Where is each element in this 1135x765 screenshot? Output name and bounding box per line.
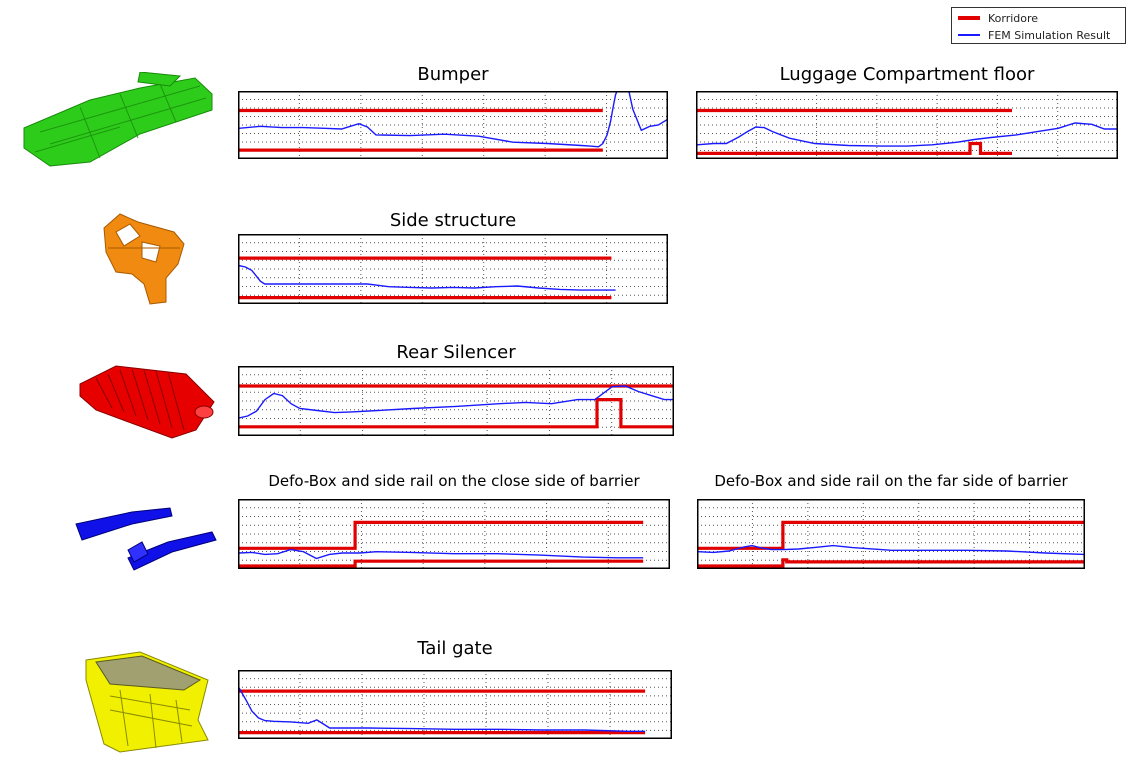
chart-panel-luggage-compartment-floor: Luggage Compartment floor — [696, 64, 1118, 160]
chart-grid — [697, 499, 1085, 569]
chart-legend: Korridore FEM Simulation Result — [951, 7, 1126, 44]
fem-simulation-line — [239, 264, 616, 291]
legend-item-korridore: Korridore — [958, 11, 1038, 25]
korridore-line — [239, 520, 644, 550]
korridore-line — [698, 558, 1084, 568]
chart-frame — [238, 499, 670, 569]
chart-frame — [238, 91, 668, 159]
chart-defo-box-far-side — [697, 499, 1085, 569]
legend-fem-swatch — [958, 34, 980, 36]
chart-frame — [238, 366, 674, 436]
legend-korridore-label: Korridore — [988, 11, 1039, 25]
chart-title: Defo-Box and side rail on the far side o… — [714, 472, 1068, 490]
legend-korridore-swatch — [958, 16, 980, 20]
tail-gate-part-image — [85, 651, 209, 753]
chart-side-structure — [238, 234, 668, 304]
chart-frame — [238, 670, 672, 739]
chart-title: Bumper — [417, 64, 489, 85]
fem-simulation-line — [239, 92, 667, 148]
korridore-line — [239, 559, 644, 568]
legend-fem-label: FEM Simulation Result — [988, 28, 1111, 42]
chart-grid — [696, 91, 1118, 159]
chart-frame — [238, 234, 668, 304]
chart-panel-defo-box-far-side: Defo-Box and side rail on the far side o… — [697, 472, 1085, 570]
chart-title: Tail gate — [417, 638, 493, 659]
chart-luggage-compartment-floor — [696, 91, 1118, 159]
chart-panel-tail-gate: Tail gate — [238, 638, 672, 740]
fem-simulation-line — [239, 385, 673, 419]
chart-title: Rear Silencer — [396, 342, 516, 363]
chart-grid — [238, 234, 668, 304]
chart-frame — [697, 499, 1085, 569]
rear-silencer-part-image — [79, 365, 215, 439]
chart-panel-bumper: Bumper — [238, 64, 668, 160]
side-structure-part-image — [103, 213, 185, 305]
fem-simulation-line — [697, 122, 1117, 147]
korridore-line — [698, 520, 1084, 550]
chart-title: Defo-Box and side rail on the close side… — [268, 472, 640, 490]
fem-simulation-line — [698, 544, 1084, 556]
fem-simulation-line — [239, 548, 644, 560]
chart-panel-rear-silencer: Rear Silencer — [238, 342, 674, 436]
legend-item-fem: FEM Simulation Result — [958, 28, 1110, 42]
chart-frame — [696, 91, 1118, 159]
korridore-line — [697, 141, 1012, 156]
chart-panel-defo-box-close-side: Defo-Box and side rail on the close side… — [238, 472, 670, 570]
chart-panel-side-structure: Side structure — [238, 210, 668, 304]
chart-defo-box-close-side — [238, 499, 670, 569]
chart-title: Luggage Compartment floor — [779, 64, 1035, 85]
chart-title: Side structure — [389, 210, 517, 231]
chart-rear-silencer — [238, 366, 674, 436]
korridore-line — [239, 397, 673, 429]
chart-grid — [238, 91, 668, 159]
chart-bumper — [238, 91, 668, 159]
chart-tail-gate — [238, 670, 672, 739]
fem-simulation-line — [239, 687, 646, 732]
chart-grid — [238, 499, 670, 569]
defo-box-part-image — [75, 507, 217, 571]
bumper-part-image — [23, 72, 213, 167]
